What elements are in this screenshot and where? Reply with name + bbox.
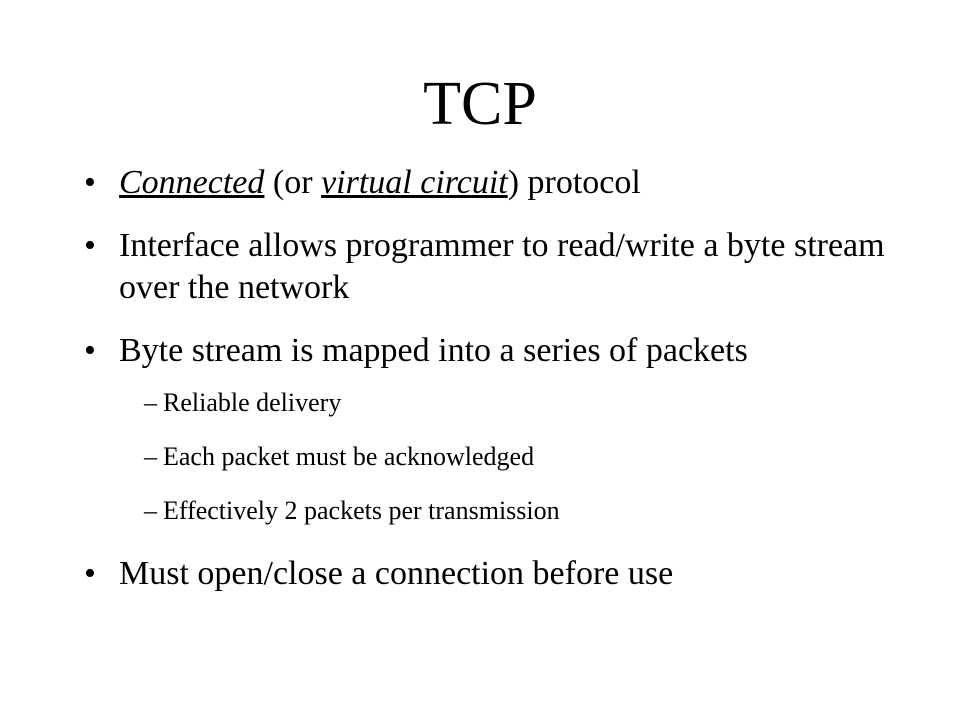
bullet-dot-icon: • <box>84 164 96 201</box>
bullet-list: • Connected (or virtual circuit) protoco… <box>84 162 944 616</box>
emphasis-virtual-circuit: virtual circuit <box>321 164 508 201</box>
emphasis-connected: Connected <box>119 164 265 201</box>
bullet-open-close: • Must open/close a connection before us… <box>84 553 944 595</box>
bullet-interface: • Interface allows programmer to read/wr… <box>84 225 944 309</box>
sub-bullet-dash-icon: – <box>144 388 157 417</box>
bullet-dot-icon: • <box>84 332 96 369</box>
sub-bullet-reliable: – Reliable delivery <box>84 388 944 418</box>
sub-bullet-text: Effectively 2 packets per transmission <box>163 496 560 525</box>
bullet-text: (or <box>264 164 322 201</box>
bullet-dot-icon: • <box>84 555 96 592</box>
bullet-text: Interface allows programmer to read/writ… <box>119 227 885 306</box>
sub-bullet-text: Reliable delivery <box>163 388 342 417</box>
bullet-connected-protocol: • Connected (or virtual circuit) protoco… <box>84 162 944 204</box>
bullet-text: ) protocol <box>507 164 641 201</box>
sub-bullet-text: Each packet must be acknowledged <box>163 442 535 471</box>
bullet-text: Byte stream is mapped into a series of p… <box>119 332 748 369</box>
sub-bullet-acknowledged: – Each packet must be acknowledged <box>84 442 944 472</box>
bullet-byte-stream: • Byte stream is mapped into a series of… <box>84 330 944 372</box>
sub-bullet-dash-icon: – <box>144 442 157 471</box>
bullet-dot-icon: • <box>84 227 96 264</box>
sub-bullet-two-packets: – Effectively 2 packets per transmission <box>84 496 944 526</box>
bullet-text: Must open/close a connection before use <box>119 555 674 592</box>
sub-bullet-dash-icon: – <box>144 496 157 525</box>
slide-title: TCP <box>423 70 537 138</box>
